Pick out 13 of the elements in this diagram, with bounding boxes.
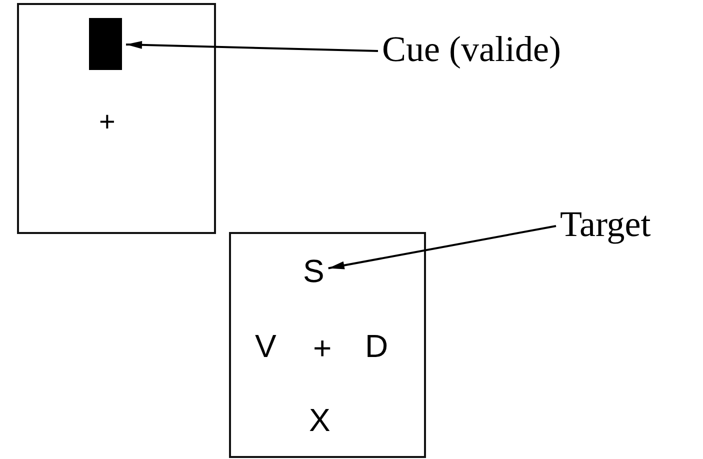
callout-label: Cue (valide): [382, 29, 561, 69]
fixation-cross: +: [99, 108, 116, 136]
arrow: [126, 40, 378, 52]
fixation-cross: +: [313, 332, 332, 364]
target-letter: S: [303, 253, 324, 289]
arrow: [328, 225, 556, 270]
screen-frame: [17, 3, 216, 234]
screen-frame: [229, 232, 426, 458]
stimulus-letter: D: [365, 330, 388, 362]
callout-label: Target: [560, 204, 651, 244]
stimulus-letter: X: [309, 404, 330, 436]
cue-bar: [89, 18, 122, 70]
stimulus-letter: V: [255, 330, 276, 362]
